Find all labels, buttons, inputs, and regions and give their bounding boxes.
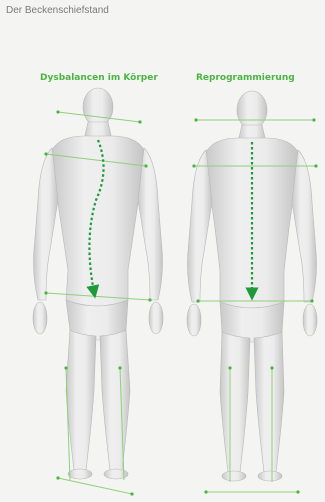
body-silhouette-left <box>33 88 163 479</box>
figure-left <box>33 88 163 496</box>
foot-line-left <box>58 478 132 494</box>
figure-right <box>187 91 318 494</box>
